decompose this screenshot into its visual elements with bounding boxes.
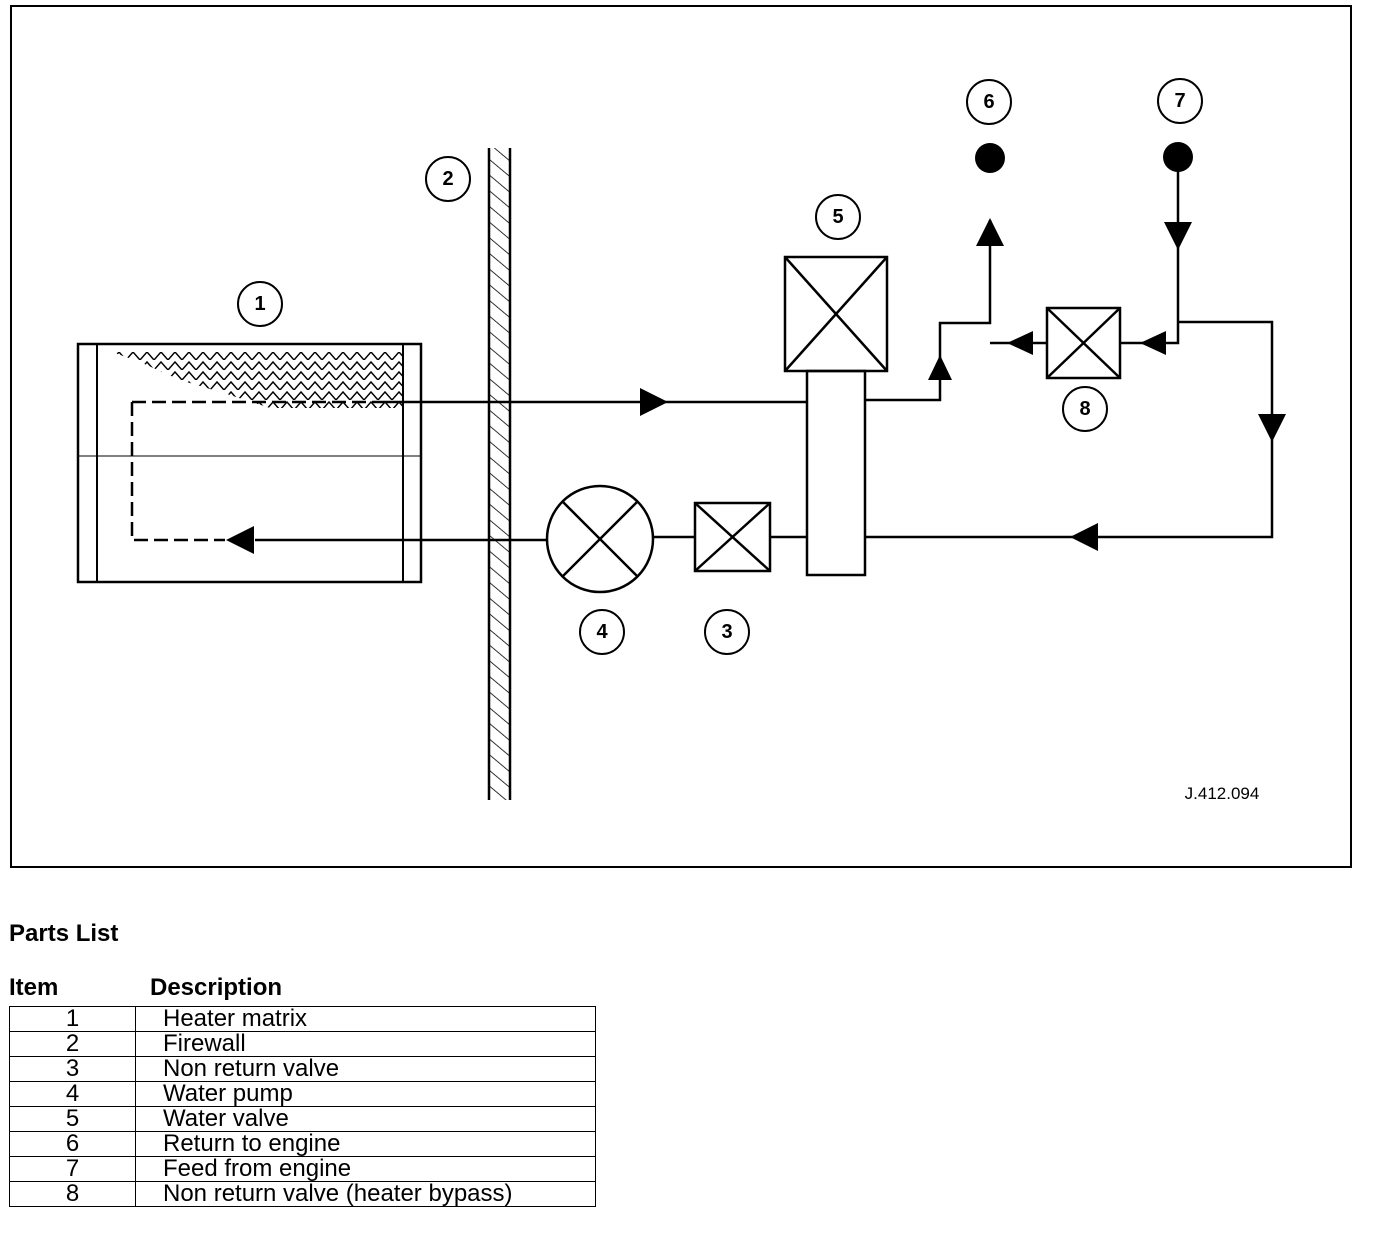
arrow-up-valve-outlet	[928, 355, 952, 380]
column-header-item: Item	[9, 974, 59, 1001]
item-cell: 4	[9, 1081, 136, 1107]
callout-2: 2	[442, 168, 453, 190]
description-cell: Non return valve (heater bypass)	[135, 1181, 596, 1207]
callout-8: 8	[1079, 398, 1090, 420]
callout-4: 4	[596, 621, 608, 643]
arrow-supply-right	[640, 388, 668, 416]
callout-3: 3	[721, 621, 732, 643]
description-cell: Water valve	[135, 1106, 596, 1132]
heater-matrix	[76, 342, 423, 584]
arrow-left-bottom-loop	[1070, 523, 1098, 551]
callout-6-circle	[966, 79, 1012, 125]
table-row: 4 Water pump	[9, 1081, 596, 1107]
arrow-down-bypass-loop	[1258, 414, 1286, 442]
arrow-down-feed	[1164, 222, 1192, 250]
table-row: 5 Water valve	[9, 1106, 596, 1132]
non-return-valve	[693, 501, 772, 573]
water-pump	[545, 484, 655, 594]
arrow-left-bypass-in	[1140, 331, 1166, 355]
item-cell: 3	[9, 1056, 136, 1082]
table-row: 8 Non return valve (heater bypass)	[9, 1181, 596, 1207]
description-cell: Feed from engine	[135, 1156, 596, 1182]
callout-8-circle	[1062, 386, 1108, 432]
description-cell: Water pump	[135, 1081, 596, 1107]
parts-list-title: Parts List	[9, 920, 119, 947]
bypass-non-return-valve	[1045, 306, 1122, 380]
callout-5: 5	[832, 206, 843, 228]
arrow-up-return	[976, 218, 1004, 246]
parts-table: 1 Heater matrix 2 Firewall 3 Non return …	[9, 1006, 596, 1207]
item-cell: 7	[9, 1156, 136, 1182]
table-row: 2 Firewall	[9, 1031, 596, 1057]
table-row: 6 Return to engine	[9, 1131, 596, 1157]
table-row: 3 Non return valve	[9, 1056, 596, 1082]
firewall	[487, 148, 512, 800]
callout-1: 1	[254, 293, 265, 315]
table-row: 7 Feed from engine	[9, 1156, 596, 1182]
heater-circuit-diagram: 1 2 3 4 5 6 7 8 J.412.094	[76, 78, 1286, 803]
item-cell: 8	[9, 1181, 136, 1207]
callout-1-circle	[237, 281, 283, 327]
description-cell: Non return valve	[135, 1056, 596, 1082]
drawing-reference: J.412.094	[1185, 784, 1260, 803]
engine-return-connection	[975, 143, 1005, 173]
item-cell: 6	[9, 1131, 136, 1157]
description-cell: Firewall	[135, 1031, 596, 1057]
column-header-description: Description	[150, 974, 283, 1001]
item-cell: 1	[9, 1006, 136, 1032]
callout-7: 7	[1174, 90, 1185, 112]
callout-5-circle	[815, 194, 861, 240]
arrow-return-left	[226, 526, 254, 554]
callout-7-circle	[1157, 78, 1203, 124]
item-cell: 2	[9, 1031, 136, 1057]
flow-arrows	[226, 218, 1286, 554]
engine-feed-connection	[1163, 142, 1193, 172]
callout-6: 6	[983, 91, 994, 113]
description-cell: Heater matrix	[135, 1006, 596, 1032]
table-row: 1 Heater matrix	[9, 1006, 596, 1032]
item-cell: 5	[9, 1106, 136, 1132]
description-cell: Return to engine	[135, 1131, 596, 1157]
arrow-left-bypass-out	[1007, 331, 1033, 355]
callout-2-circle	[425, 156, 471, 202]
callout-3-circle	[704, 609, 750, 655]
diagram-frame	[10, 5, 1352, 868]
callout-4-circle	[579, 609, 625, 655]
water-valve	[783, 255, 889, 577]
